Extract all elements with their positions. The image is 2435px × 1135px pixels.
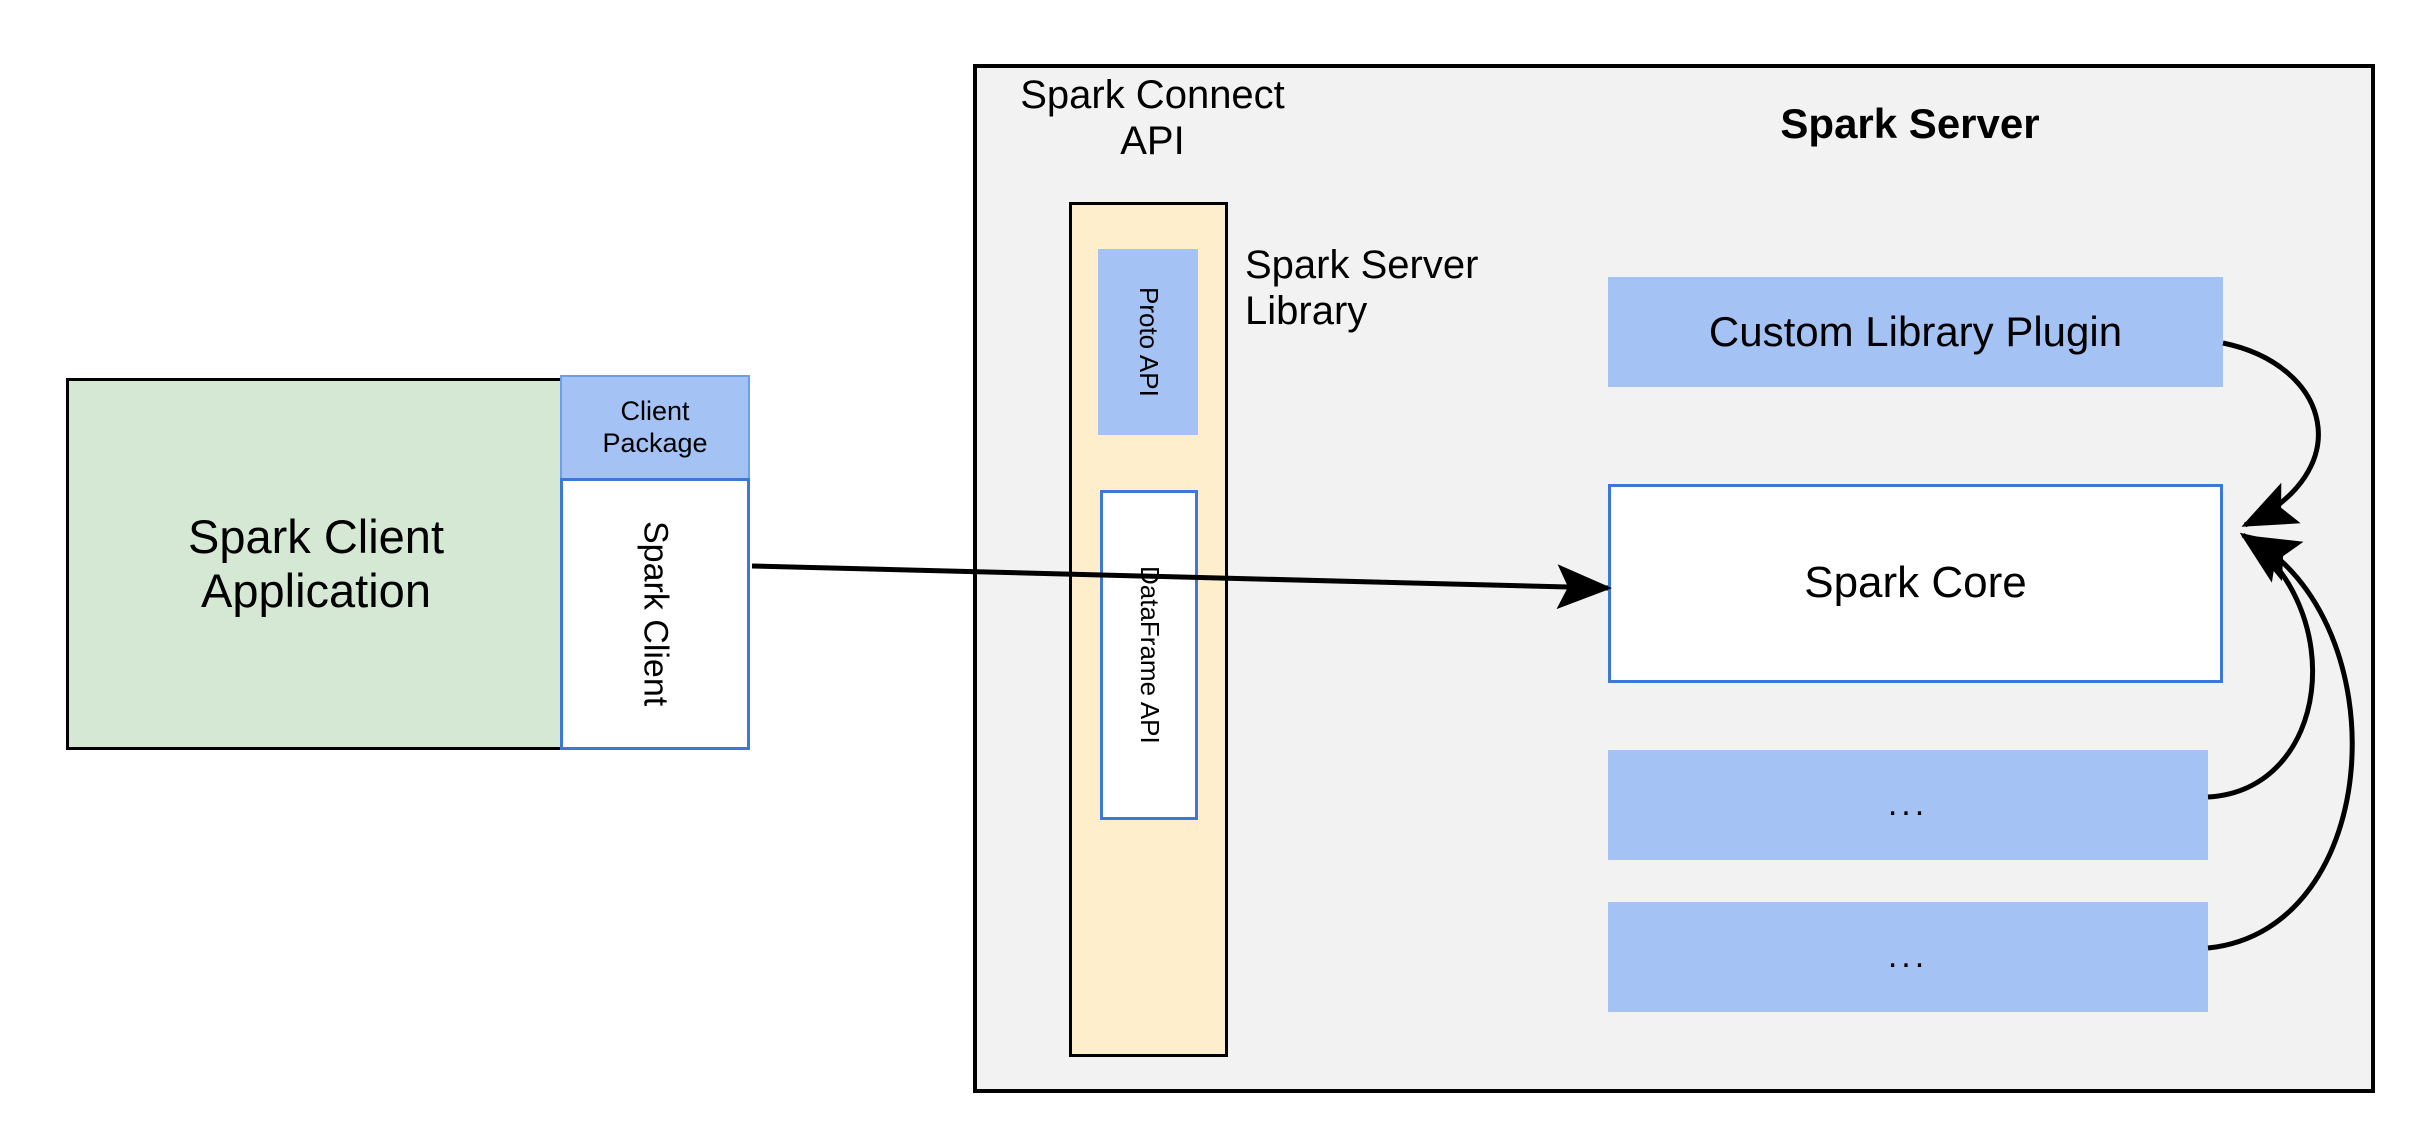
client-package-line2: Package bbox=[602, 427, 708, 458]
client-package-box[interactable]: Client Package bbox=[560, 375, 750, 480]
spark-server-library-label-line2: Library bbox=[1245, 289, 1368, 333]
spark-server-library-label-line1: Spark Server bbox=[1245, 243, 1479, 287]
spark-server-title: Spark Server bbox=[1780, 99, 2040, 147]
server-component-ellipsis-2-box[interactable]: ... bbox=[1608, 902, 2208, 1012]
client-package-line1: Client bbox=[620, 396, 690, 427]
custom-library-plugin-label: Custom Library Plugin bbox=[1708, 307, 2123, 355]
spark-core-box[interactable]: Spark Core bbox=[1608, 484, 2223, 683]
server-component-ellipsis-1-box[interactable]: ... bbox=[1608, 750, 2208, 860]
spark-client-box[interactable]: Spark Client bbox=[560, 478, 750, 750]
spark-server-library-label: Spark Server Library bbox=[1245, 242, 1545, 342]
dataframe-api-label: DataFrame API bbox=[1134, 566, 1165, 744]
custom-library-plugin-box[interactable]: Custom Library Plugin bbox=[1608, 277, 2223, 387]
spark-client-application-box[interactable]: Spark Client Application bbox=[66, 378, 566, 750]
proto-api-label: Proto API bbox=[1133, 287, 1164, 397]
spark-client-application-line1: Spark Client bbox=[188, 509, 444, 563]
spark-connect-api-label-line1: Spark Connect bbox=[1020, 73, 1285, 117]
spark-client-application-line2: Application bbox=[201, 564, 431, 617]
dataframe-api-box[interactable]: DataFrame API bbox=[1100, 490, 1198, 820]
server-component-ellipsis-1-label: ... bbox=[1887, 785, 1929, 824]
proto-api-box[interactable]: Proto API bbox=[1098, 249, 1198, 435]
spark-connect-api-label: Spark Connect API bbox=[1010, 72, 1295, 163]
spark-connect-api-label-line2: API bbox=[1120, 119, 1185, 163]
server-component-ellipsis-2-label: ... bbox=[1887, 937, 1929, 976]
spark-client-label: Spark Client bbox=[636, 521, 675, 707]
spark-core-label: Spark Core bbox=[1804, 558, 2027, 608]
